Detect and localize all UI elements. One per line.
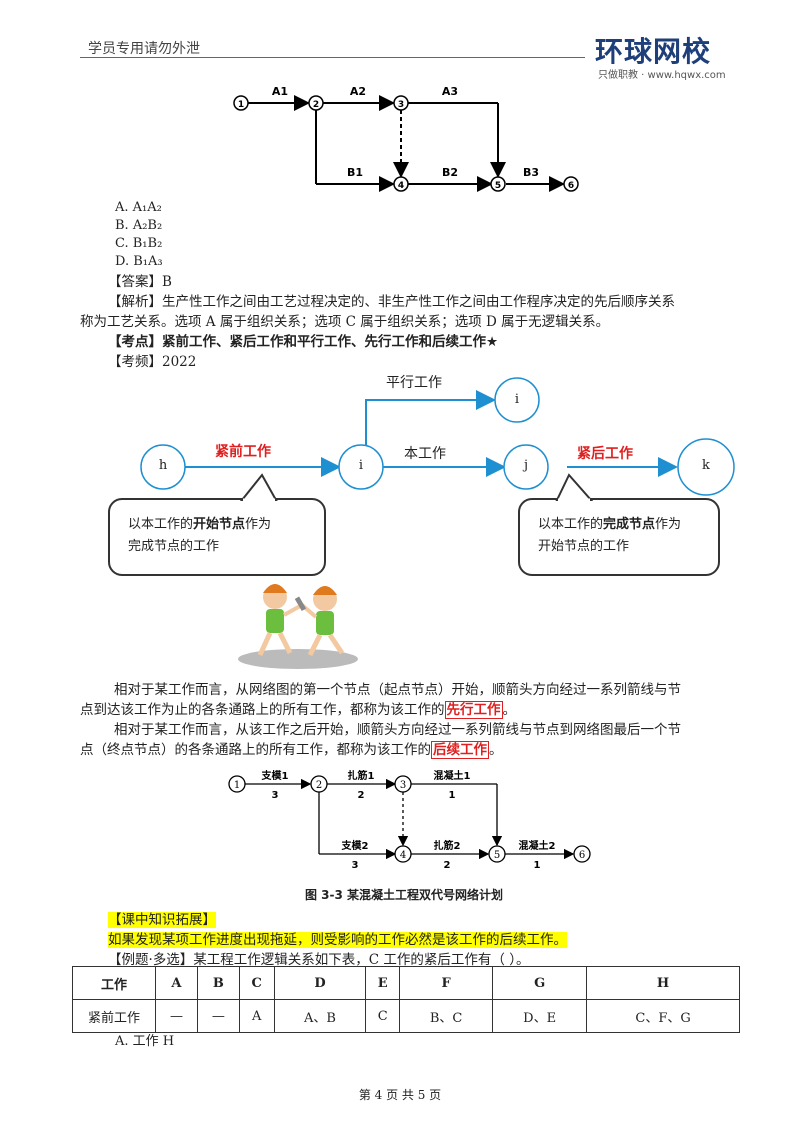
svg-text:1: 1	[449, 790, 456, 801]
svg-text:1: 1	[534, 860, 541, 871]
label-parallel: 平行工作	[386, 375, 442, 391]
edge-label: B1	[347, 166, 363, 179]
work-relation-diagram	[140, 377, 735, 496]
figure-caption: 图 3-3 某混凝土工程双代号网络计划	[305, 888, 504, 902]
edge-label: A1	[272, 85, 288, 98]
node-1	[233, 95, 249, 111]
node-5	[490, 176, 506, 192]
example-question: 【例题·多选】某工程工作逻辑关系如下表，C 工作的紧后工作有（ ）。	[108, 952, 530, 968]
svg-text:1: 1	[234, 780, 240, 791]
svg-text:5: 5	[494, 850, 500, 861]
brand-logo: 环球网校	[595, 35, 712, 68]
callout-left: 以本工作的开始节点作为 完成节点的工作	[108, 498, 326, 576]
answer: 【答案】B	[108, 274, 172, 290]
table-header-row: 工作 A B C D E F G H	[72, 966, 740, 1000]
svg-text:2: 2	[444, 860, 451, 871]
term-successor-work: 后续工作	[431, 741, 489, 759]
node-label: 6	[568, 181, 574, 191]
node-4	[393, 176, 409, 192]
svg-text:3: 3	[400, 780, 406, 791]
brand-tagline: 只做职教 · www.hqwx.com	[598, 70, 726, 81]
frequency: 【考频】2022	[108, 354, 197, 370]
node-3	[393, 95, 409, 111]
option-b: B. A₂B₂	[115, 218, 163, 233]
extension-title: 【课中知识拓展】	[108, 912, 216, 928]
edge-label: B2	[442, 166, 458, 179]
label-this-work: 本工作	[404, 446, 446, 462]
svg-text:混凝土2: 混凝土2	[519, 839, 556, 852]
page-number: 第 4 页 共 5 页	[358, 1088, 442, 1102]
svg-text:2: 2	[316, 780, 322, 791]
extension-text: 如果发现某项工作进度出现拖延，则受影响的工作必然是该工作的后续工作。	[108, 932, 567, 948]
option-c: C. B₁B₂	[115, 236, 163, 251]
edge-label: A2	[350, 85, 366, 98]
label-successor: 紧后工作	[577, 446, 633, 462]
node-2	[308, 95, 324, 111]
relay-runners-illustration	[238, 584, 358, 669]
option-d: D. B₁A₃	[115, 254, 163, 269]
node-k: k	[702, 458, 710, 473]
para-successor-2: 点（终点节点）的各条通路上的所有工作，都称为该工作的后续工作。	[80, 741, 503, 759]
svg-text:3: 3	[352, 860, 359, 871]
term-predecessor-work: 先行工作	[444, 701, 503, 719]
node-6	[563, 176, 579, 192]
network-diagram-1: 1 2 3 4 5 6 A1 A2 A3 B1 B2 B3	[233, 85, 579, 192]
svg-text:扎筋2: 扎筋2	[434, 839, 461, 852]
node-label: 1	[238, 100, 244, 110]
edge-label: B3	[523, 166, 539, 179]
edge-label: A3	[442, 85, 458, 98]
node-label: 5	[495, 181, 501, 191]
para-predecessor-2: 点到达该工作为止的各条通路上的所有工作，都称为该工作的先行工作。	[80, 701, 516, 719]
callout-left-tail	[240, 473, 278, 501]
svg-text:支模1: 支模1	[261, 770, 289, 782]
node-j: j	[523, 458, 529, 473]
node-i: i	[358, 458, 364, 473]
svg-text:6: 6	[579, 850, 585, 861]
callout-right-tail	[555, 473, 594, 501]
option-a: A. A₁A₂	[115, 200, 162, 215]
svg-text:3: 3	[272, 790, 279, 801]
analysis-line-1: 【解析】生产性工作之间由工艺过程决定的、非生产性工作之间由工作程序决定的先后顺序…	[108, 294, 675, 310]
node-h: h	[158, 458, 168, 473]
analysis-line-2: 称为工艺关系。选项 A 属于组织关系；选项 C 属于组织关系；选项 D 属于无逻…	[80, 314, 610, 330]
para-successor-1: 相对于某工作而言，从该工作之后开始，顺箭头方向经过一系列箭线与节点到网络图最后一…	[114, 722, 681, 738]
node-label: 2	[313, 100, 319, 110]
svg-text:混凝土1: 混凝土1	[434, 770, 471, 782]
header-divider	[80, 57, 585, 58]
node-label: 3	[398, 100, 404, 110]
node-label: 4	[398, 181, 404, 191]
header-confidential-text: 学员专用请勿外泄	[88, 41, 200, 57]
svg-text:4: 4	[400, 850, 406, 861]
svg-text:2: 2	[358, 790, 365, 801]
key-point: 【考点】紧前工作、紧后工作和平行工作、先行工作和后续工作★	[108, 334, 499, 350]
option-a-work-h: A. 工作 H	[115, 1034, 175, 1049]
concrete-network-plan: 1 2 3 4 5 6 支模1 3 扎筋1 2 混凝土1 1 支模2 3 扎筋2 2 混凝土2 1	[228, 770, 591, 871]
svg-text:扎筋1: 扎筋1	[348, 770, 375, 782]
label-predecessor: 紧前工作	[215, 444, 271, 460]
node-i-parallel: i	[514, 392, 520, 407]
svg-text:支模2: 支模2	[341, 839, 369, 852]
para-predecessor-1: 相对于某工作而言，从网络图的第一个节点（起点节点）开始，顺箭头方向经过一系列箭线…	[114, 682, 681, 698]
callout-right: 以本工作的完成节点作为 开始节点的工作	[518, 498, 720, 576]
